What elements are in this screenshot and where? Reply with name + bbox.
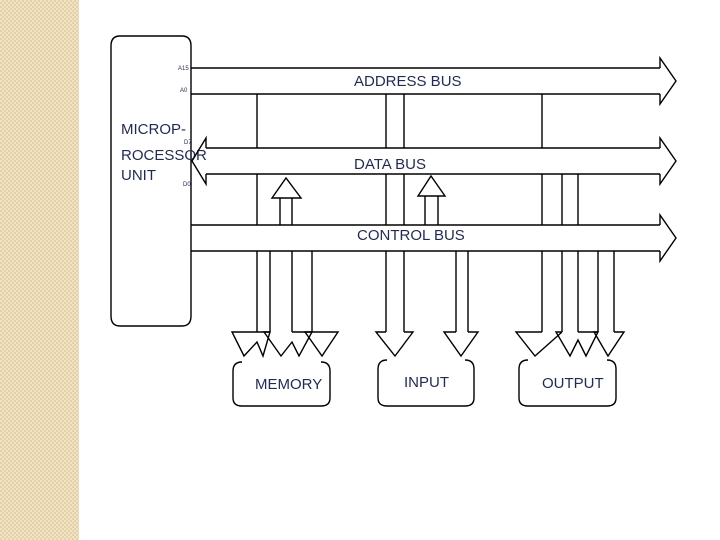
- pin-a0-label: A0: [180, 88, 188, 94]
- cpu-label-line-3: UNIT: [121, 167, 156, 184]
- pin-a15-label: A15: [178, 66, 189, 72]
- memory-down-arrows: [230, 251, 340, 359]
- address-to-data-connectors: [256, 94, 543, 148]
- memory-box: [232, 361, 331, 407]
- pin-d0-label: D0: [183, 182, 191, 188]
- pin-d7-label: D7: [184, 140, 192, 146]
- cpu-label-line-1: MICROP-: [121, 121, 186, 138]
- input-down-arrows: [374, 251, 480, 358]
- address-bus-arrow: [191, 55, 677, 107]
- output-box: [518, 359, 617, 407]
- decorative-side-strip: [0, 0, 79, 540]
- address-bus-label: ADDRESS BUS: [354, 73, 462, 90]
- memory-label: MEMORY: [255, 376, 322, 393]
- microprocessor-unit-box: [110, 35, 192, 327]
- data-to-control-connectors: [256, 174, 579, 225]
- input-box: [377, 359, 475, 407]
- output-label: OUTPUT: [542, 375, 604, 392]
- cpu-label-line-2: ROCESSOR: [121, 147, 207, 164]
- input-label: INPUT: [404, 374, 449, 391]
- control-bus-label: CONTROL BUS: [357, 227, 465, 244]
- output-down-arrows: [514, 251, 626, 358]
- data-bus-arrow: [191, 135, 677, 187]
- data-bus-label: DATA BUS: [354, 156, 426, 173]
